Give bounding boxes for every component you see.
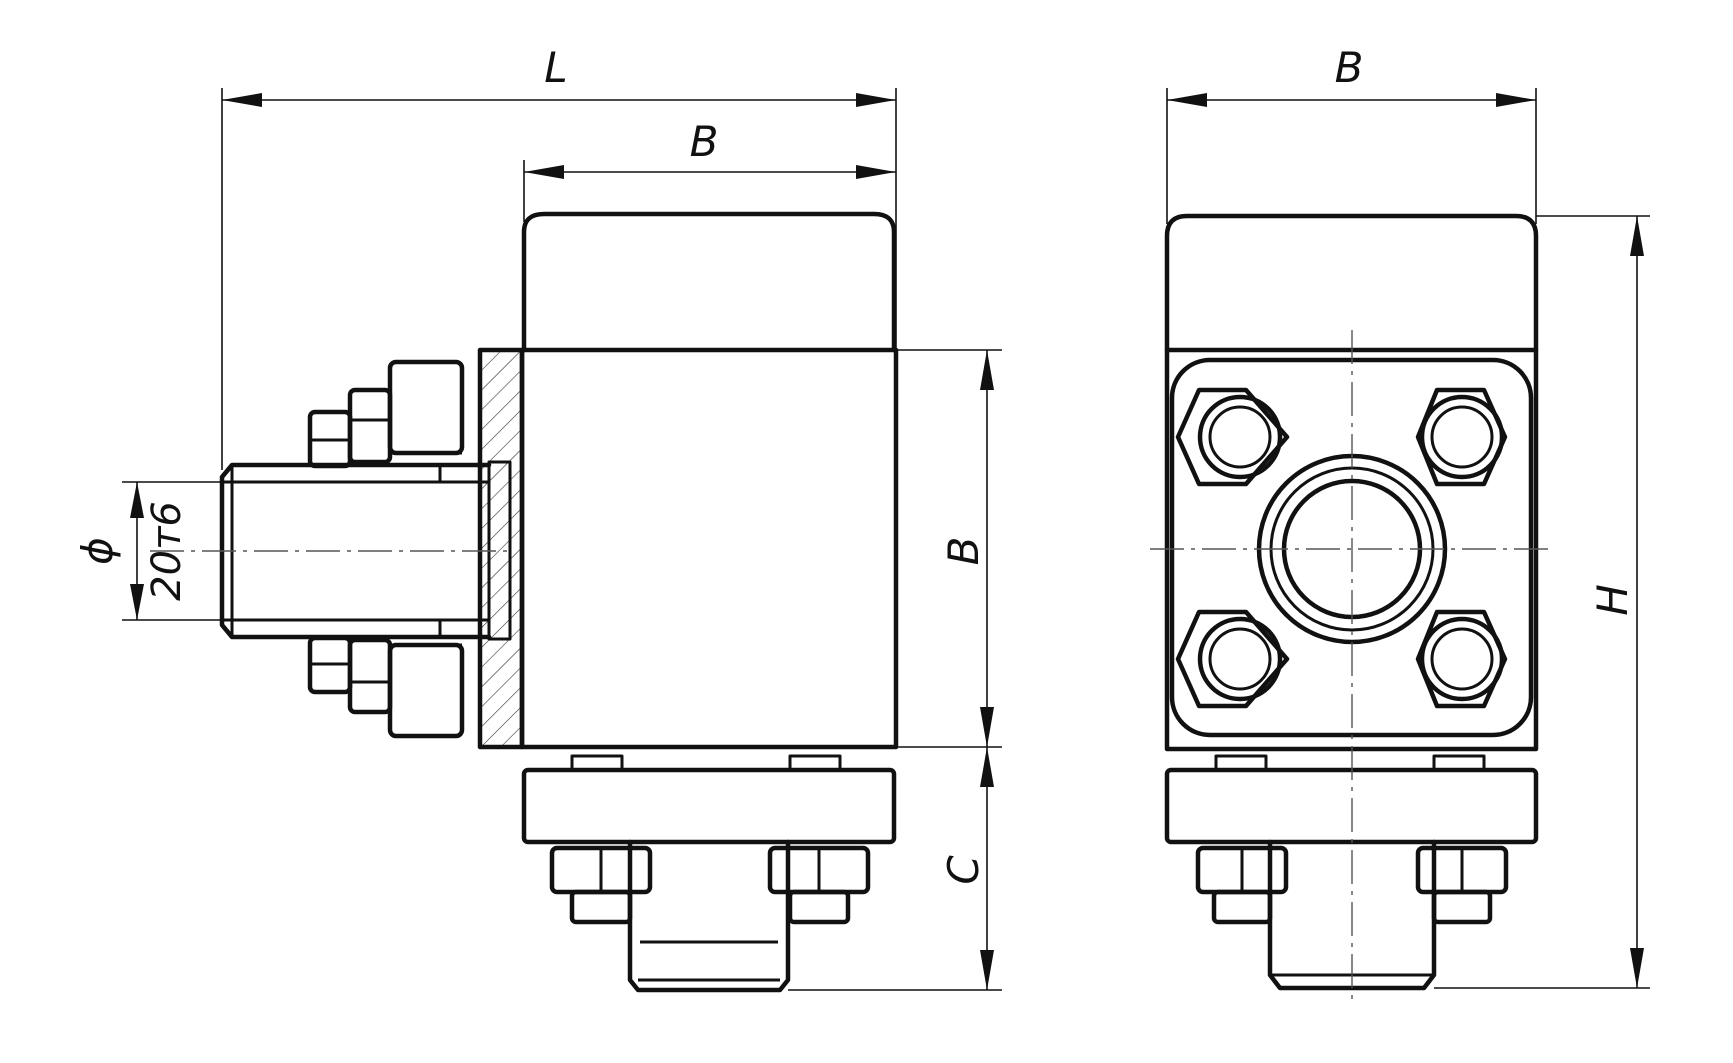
dimension-B-front: B: [1166, 43, 1537, 224]
dimension-H-label: H: [1588, 584, 1637, 616]
dimension-B-vertical-label: B: [939, 537, 988, 566]
side-view: [150, 211, 899, 993]
front-bolt-top-right: [1415, 387, 1508, 487]
front-bolt-bottom-right: [1415, 609, 1508, 709]
front-top-cap: [1164, 213, 1539, 353]
side-bottom-flange: [521, 754, 897, 845]
side-section-hatched: [477, 347, 525, 750]
side-bolt-lower: [307, 635, 393, 715]
side-bolt-upper: [307, 387, 393, 469]
dimension-C-label: C: [939, 855, 988, 885]
front-bolt-bottom-left: [1175, 609, 1290, 709]
diameter-value: 20т6: [144, 501, 190, 601]
diameter-symbol: ϕ: [73, 537, 122, 565]
front-view: [1150, 213, 1550, 1000]
side-flange-nut-lower: [387, 642, 465, 739]
side-bottom-nuts: [549, 845, 871, 925]
dimension-diameter: ϕ 20т6: [73, 481, 222, 621]
front-bolt-top-left: [1175, 387, 1290, 487]
dimension-B-side: B: [523, 117, 896, 222]
dimension-B-side-label: B: [690, 117, 719, 166]
side-flange-nut-upper: [387, 359, 465, 456]
dimension-C: C: [788, 747, 1002, 991]
dimension-B-front-label: B: [1335, 43, 1364, 92]
dimension-B-vertical: B: [896, 349, 1002, 748]
dimension-L-label: L: [544, 43, 567, 92]
side-main-body: [519, 347, 899, 750]
side-bottom-connector: [627, 839, 791, 993]
dimension-L: L: [221, 43, 897, 470]
side-top-cap: [521, 211, 897, 353]
dimension-H: H: [1434, 215, 1650, 989]
